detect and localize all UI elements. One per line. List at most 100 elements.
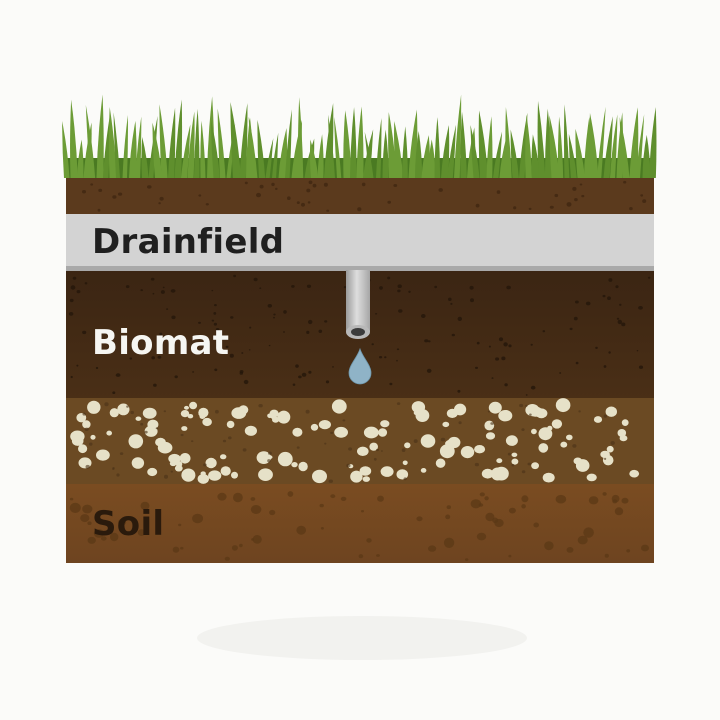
biomat-speck — [525, 394, 528, 396]
gravel-stone — [226, 420, 235, 429]
grass-blade — [152, 122, 163, 178]
gravel-speck — [521, 470, 526, 474]
biomat-speck — [457, 316, 462, 321]
gravel-stone — [90, 434, 96, 440]
soil-specks — [69, 491, 649, 561]
topsoil-speck — [572, 186, 577, 191]
gravel-stone — [318, 420, 331, 430]
grass-blade — [486, 116, 493, 178]
topsoil-speck — [579, 183, 583, 186]
biomat-speck — [476, 341, 480, 345]
topsoil-speck — [256, 192, 261, 198]
gravel-speck — [85, 464, 90, 469]
gravel-stone — [200, 471, 206, 476]
grass-blade — [394, 121, 404, 178]
biomat-speck — [225, 345, 229, 348]
gravel-stone — [270, 413, 277, 420]
soil-speck — [485, 512, 495, 522]
gravel-stone — [474, 445, 486, 454]
grass-blade — [141, 136, 149, 178]
soil-speck — [69, 502, 81, 513]
topsoil-speck — [528, 207, 532, 210]
topsoil-speck — [640, 194, 644, 197]
soil-speck — [604, 553, 609, 558]
gravel-stone — [485, 432, 496, 440]
topsoil-speck — [308, 180, 313, 185]
gravel-speck — [330, 431, 334, 434]
grass-blade — [77, 139, 84, 178]
soil-speck — [621, 497, 629, 504]
biomat-speck — [239, 371, 243, 375]
biomat-speck — [82, 330, 87, 335]
soil-speck — [287, 491, 294, 497]
soil-speck — [340, 496, 347, 501]
soil-speck — [358, 554, 364, 559]
grass-blade — [129, 120, 137, 178]
gravel-stone — [404, 442, 411, 449]
drainfield-layer — [66, 214, 654, 270]
grass-blade — [525, 114, 532, 178]
soil-speck — [583, 527, 594, 538]
gravel-speck — [474, 462, 479, 467]
gravel-speck — [458, 421, 462, 425]
biomat-speck — [343, 286, 347, 289]
biomat-speck — [68, 312, 74, 316]
gravel-stone — [142, 407, 157, 419]
biomat-speck — [647, 276, 651, 279]
gravel-speck — [578, 410, 581, 413]
biomat-speck — [150, 277, 155, 281]
gravel-stone — [147, 467, 158, 477]
biomat-speck — [70, 375, 73, 379]
gravel-stone — [359, 466, 372, 476]
gravel-stone — [542, 472, 555, 483]
biomat-speck — [198, 321, 201, 324]
grass-blade — [460, 111, 467, 178]
soil-speck — [101, 536, 107, 541]
topsoil-speck — [271, 182, 275, 187]
biomat-speck — [575, 300, 579, 304]
soil-speck — [614, 507, 624, 516]
biomat-speck — [72, 276, 77, 280]
biomat-speck — [575, 361, 579, 365]
biomat-speck — [129, 357, 133, 360]
soil-speck — [330, 494, 336, 499]
gravel-speck — [380, 450, 383, 452]
biomat-speck — [218, 334, 220, 337]
gravel-stone — [96, 449, 110, 461]
biomat-speck — [397, 289, 401, 293]
biomat-speck — [125, 285, 130, 289]
biomat-speck — [135, 344, 139, 347]
soil-speck — [641, 544, 649, 552]
biomat-speck — [421, 314, 426, 318]
grass-blade — [174, 99, 183, 178]
gravel-speck — [104, 402, 109, 407]
gravel-stone — [605, 406, 617, 417]
topsoil-speck — [98, 188, 103, 192]
grass-blade — [85, 105, 96, 178]
gravel-speck — [376, 448, 379, 452]
topsoil-speck — [205, 203, 209, 206]
biomat-speck — [214, 368, 218, 372]
grass-blade — [649, 107, 657, 178]
grass-blade — [96, 94, 104, 178]
grass-blade — [217, 108, 226, 178]
biomat-speck — [253, 277, 258, 282]
soil-speck — [508, 554, 512, 558]
gravel-stone — [208, 470, 222, 481]
biomat-speck — [324, 320, 328, 323]
biomat-speck — [230, 316, 234, 319]
biomat-speck — [475, 366, 478, 369]
biomat-speck — [273, 316, 275, 319]
soil-speck — [239, 543, 243, 548]
gravel-stone — [484, 420, 495, 431]
topsoil-speck — [326, 209, 330, 212]
soil-speck — [626, 549, 631, 553]
soil-speck — [140, 501, 150, 510]
gravel-speck — [507, 452, 511, 456]
grass-blade — [376, 118, 382, 178]
grass-blade — [168, 107, 176, 178]
grass-blade — [568, 133, 577, 178]
gravel-stone — [420, 468, 427, 473]
soil-speck — [69, 497, 74, 501]
